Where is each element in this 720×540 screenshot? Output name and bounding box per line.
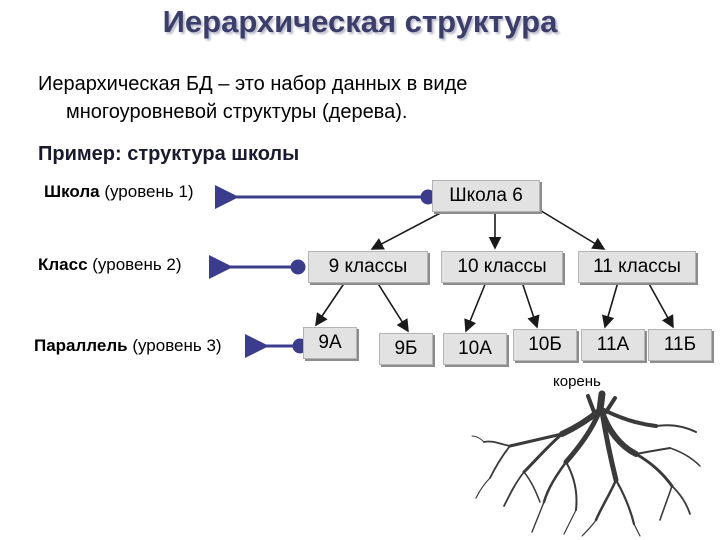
level-3-suffix: (уровень 3)	[127, 336, 222, 355]
definition-text: Иерархическая БД – это набор данных в ви…	[38, 70, 678, 126]
level-label-3: Параллель (уровень 3)	[34, 336, 222, 356]
level-2-suffix: (уровень 2)	[87, 255, 182, 274]
edge-10-10b	[521, 281, 540, 329]
example-heading: Пример: структура школы	[38, 143, 300, 165]
node-9a: 9А	[303, 327, 357, 359]
edge-10-10a	[464, 281, 487, 333]
edge-9-9a	[315, 281, 346, 327]
definition-rest: – это набор данных в виде	[212, 73, 468, 95]
slide-title: Иерархическая структура	[162, 4, 558, 39]
node-9b: 9Б	[379, 333, 433, 365]
node-class-11: 11 классы	[578, 251, 696, 283]
level-2-name: Класс	[38, 255, 88, 274]
level-label-2: Класс (уровень 2)	[38, 255, 182, 275]
root-image-label: корень	[553, 373, 601, 390]
edge-11-11b	[647, 281, 674, 329]
node-class-10: 10 классы	[441, 251, 563, 283]
level-1-suffix: (уровень 1)	[99, 182, 194, 201]
node-10a: 10А	[443, 333, 507, 365]
tree-root-illustration	[471, 390, 701, 537]
definition-line2: многоуровневой структуры (дерева).	[66, 101, 408, 123]
level-1-name: Школа	[44, 182, 100, 201]
node-11a: 11А	[581, 329, 645, 361]
edge-11-11a	[601, 281, 619, 329]
edge-root-9	[370, 208, 449, 250]
node-11b: 11Б	[648, 329, 712, 361]
edge-root-11	[537, 208, 606, 250]
definition-term: Иерархическая БД	[38, 73, 213, 95]
node-10b: 10Б	[513, 329, 577, 361]
edge-9-9b	[376, 281, 409, 333]
level-3-name: Параллель	[34, 336, 128, 355]
level-label-1: Школа (уровень 1)	[44, 182, 194, 202]
node-root: Школа 6	[432, 180, 540, 212]
node-class-9: 9 классы	[308, 251, 428, 283]
